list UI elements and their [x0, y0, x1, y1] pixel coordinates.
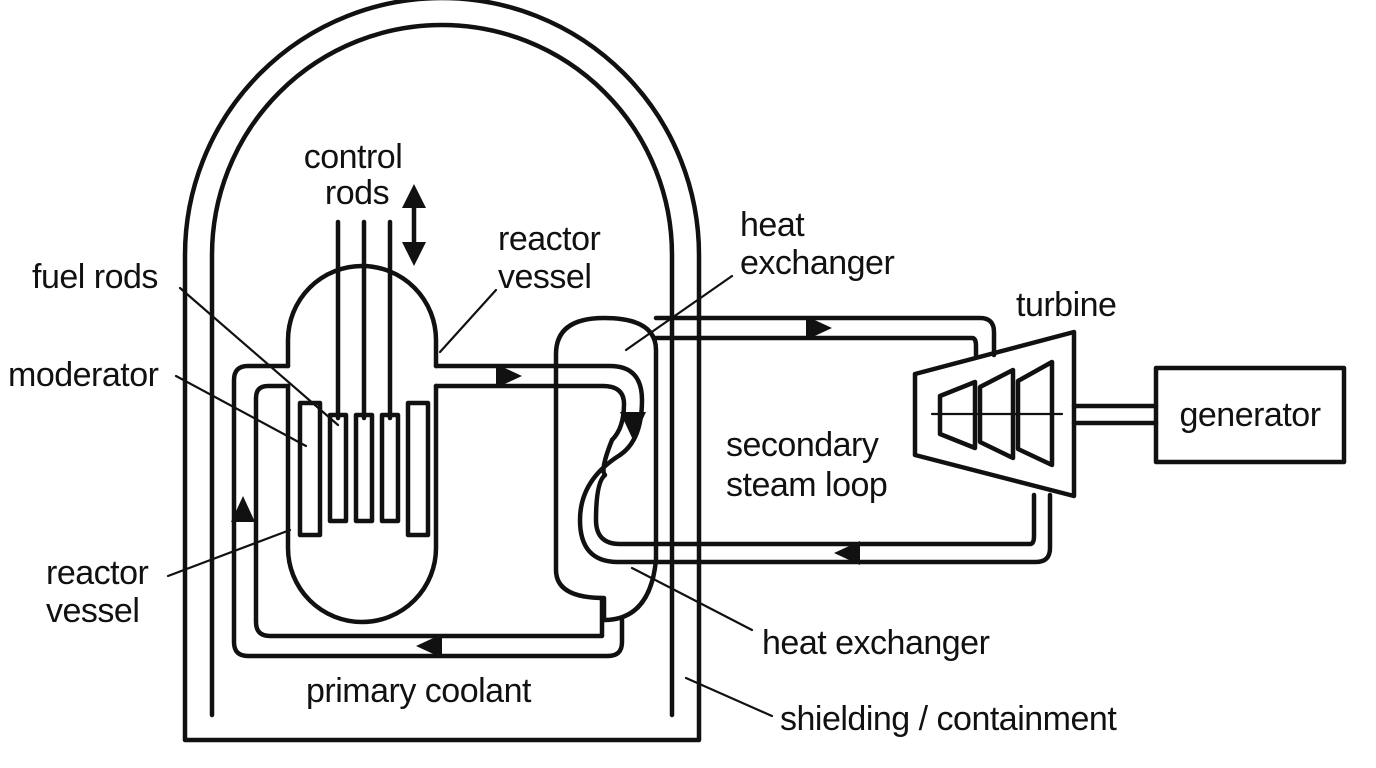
- label-fuel-rods: fuel rods: [32, 258, 158, 296]
- label-heat-exchanger-top-line2: exchanger: [740, 244, 894, 282]
- moderator-block: [297, 400, 323, 538]
- secondary-loop-top-inner: [653, 335, 979, 358]
- label-control-rods-line2: rods: [325, 174, 389, 212]
- secondary-loop-bottom-inner: [593, 437, 1037, 547]
- label-shielding: shielding / containment: [780, 700, 1117, 738]
- secondary-loop-top-outer: [653, 315, 997, 358]
- leader-heat-exchanger-top: [624, 274, 734, 352]
- turbine: [912, 329, 1077, 499]
- label-reactor-vessel-top-line2: vessel: [498, 258, 591, 296]
- label-secondary-loop-line1: secondary: [726, 426, 879, 464]
- label-reactor-vessel-bottom-line2: vessel: [46, 592, 139, 630]
- containment-outer-wall: [182, 0, 702, 743]
- label-primary-coolant: primary coolant: [306, 672, 532, 710]
- leader-shielding: [684, 676, 774, 718]
- turbine-stage: [977, 367, 1016, 461]
- primary-loop-outer: [231, 363, 625, 659]
- arrow-right-icon: [496, 364, 522, 388]
- flow-arrows: [231, 316, 860, 658]
- primary-coolant-loop: [231, 363, 645, 659]
- primary-loop-inner: [253, 383, 605, 639]
- fuel-rod: [353, 412, 375, 524]
- leader-reactor-vessel-top: [438, 288, 498, 354]
- containment-inner-wall: [209, 22, 675, 718]
- generator-box: [1153, 365, 1347, 465]
- control-rods: [335, 219, 393, 421]
- label-heat-exchanger-bottom: heat exchanger: [762, 624, 990, 662]
- primary-loop-top-outer: [433, 363, 645, 458]
- label-reactor-vessel-top-line1: reactor: [498, 220, 600, 258]
- label-generator: generator: [1179, 396, 1320, 434]
- arrow-left-icon: [416, 634, 442, 658]
- turbine-stage: [1015, 359, 1055, 468]
- fuel-rods: [327, 412, 401, 524]
- leader-fuel-rods: [178, 286, 340, 427]
- arrow-right-icon: [806, 316, 832, 340]
- turbine-stage: [937, 379, 978, 451]
- heat-exchanger: [553, 315, 659, 623]
- containment-structure: [182, 0, 702, 743]
- arrow-down-icon: [620, 412, 646, 440]
- moderator-block: [405, 400, 431, 538]
- arrow-up-icon: [231, 496, 255, 522]
- leader-reactor-vessel-bottom: [166, 528, 292, 578]
- label-moderator: moderator: [8, 356, 159, 394]
- leader-moderator: [174, 374, 308, 448]
- moderator-blocks: [297, 400, 431, 538]
- primary-loop-top-inner: [433, 383, 627, 443]
- turbine-housing: [912, 329, 1077, 499]
- arrow-left-icon: [834, 541, 860, 565]
- label-control-rods-line1: control: [304, 138, 403, 176]
- secondary-loop-bottom-outer: [577, 452, 1053, 565]
- fuel-rod: [379, 412, 401, 524]
- generator-shaft: [1071, 403, 1159, 426]
- leader-lines: [166, 274, 774, 718]
- label-turbine: turbine: [1016, 286, 1116, 324]
- secondary-steam-loop: [577, 315, 1053, 565]
- fuel-rod: [327, 412, 349, 524]
- labels: control rods fuel rods moderator reactor…: [8, 138, 1321, 738]
- leader-heat-exchanger-bottom: [630, 566, 754, 632]
- label-secondary-loop-line2: steam loop: [726, 466, 887, 504]
- label-reactor-vessel-bottom-line1: reactor: [46, 554, 148, 592]
- label-heat-exchanger-top-line1: heat: [740, 206, 805, 244]
- up-down-arrow-icon: [402, 184, 426, 266]
